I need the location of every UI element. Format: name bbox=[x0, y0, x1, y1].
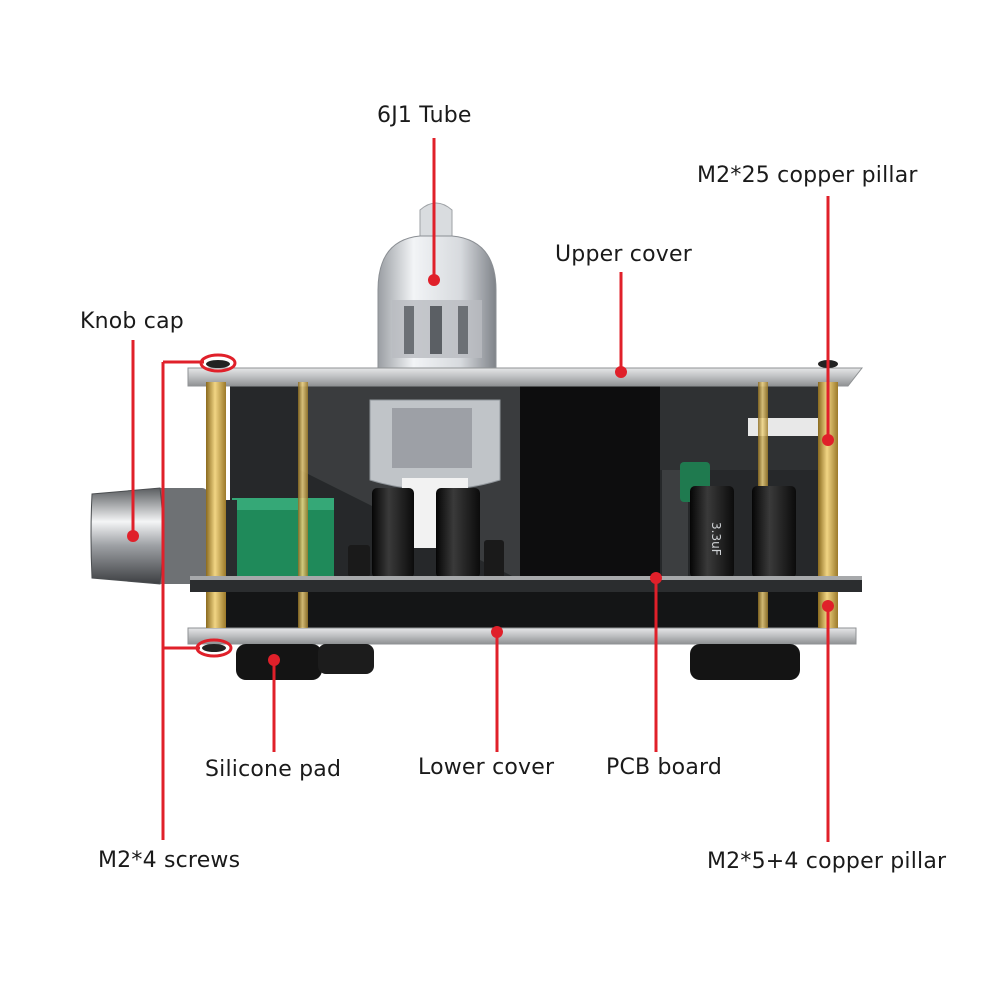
upper-cover-plate bbox=[187, 367, 864, 387]
screw-top bbox=[206, 360, 230, 368]
vacuum-tube bbox=[369, 202, 501, 548]
callout-dots bbox=[127, 274, 834, 666]
screw-top-ring bbox=[199, 353, 237, 373]
copper-pillar-back-right bbox=[758, 382, 768, 486]
potentiometer-body bbox=[232, 498, 334, 578]
lower-cover-label: Lower cover bbox=[418, 755, 555, 780]
silicone-pad-label: Silicone pad bbox=[205, 757, 342, 782]
upper-cover-label: Upper cover bbox=[555, 242, 692, 267]
copper-pillar-lower-back-right bbox=[758, 592, 768, 628]
pcb-board-label: PCB board bbox=[606, 755, 723, 780]
screw-bottom-ring bbox=[195, 638, 233, 658]
pcb-underside bbox=[215, 592, 835, 632]
capacitor-marking: 3.3uF bbox=[709, 522, 723, 556]
capacitor-group-right: 3.3uF bbox=[662, 462, 796, 578]
screw-bottom bbox=[202, 644, 226, 652]
knob-cap-label: Knob cap bbox=[80, 309, 184, 334]
copper-pillar-5-4-label: M2*5+4 copper pillar bbox=[707, 849, 947, 874]
copper-pillar-lower-left bbox=[206, 592, 226, 628]
copper-pillar-lower-back-left bbox=[298, 592, 308, 628]
tube-label: 6J1 Tube bbox=[377, 103, 472, 128]
white-tab bbox=[748, 418, 830, 436]
copper-pillar-front-right bbox=[818, 382, 838, 576]
heat-block bbox=[520, 378, 660, 580]
copper-pillar-back-left bbox=[298, 382, 308, 576]
lower-cover-plate bbox=[187, 627, 857, 645]
knob bbox=[90, 487, 208, 585]
copper-pillar-25-label: M2*25 copper pillar bbox=[697, 163, 918, 188]
copper-pillar-front-left bbox=[206, 382, 226, 576]
capacitor-group-left bbox=[348, 488, 504, 578]
screws-label: M2*4 screws bbox=[98, 848, 241, 873]
chassis-panel bbox=[660, 378, 830, 470]
callout-lines bbox=[131, 138, 830, 842]
silicone-pads bbox=[236, 644, 800, 680]
